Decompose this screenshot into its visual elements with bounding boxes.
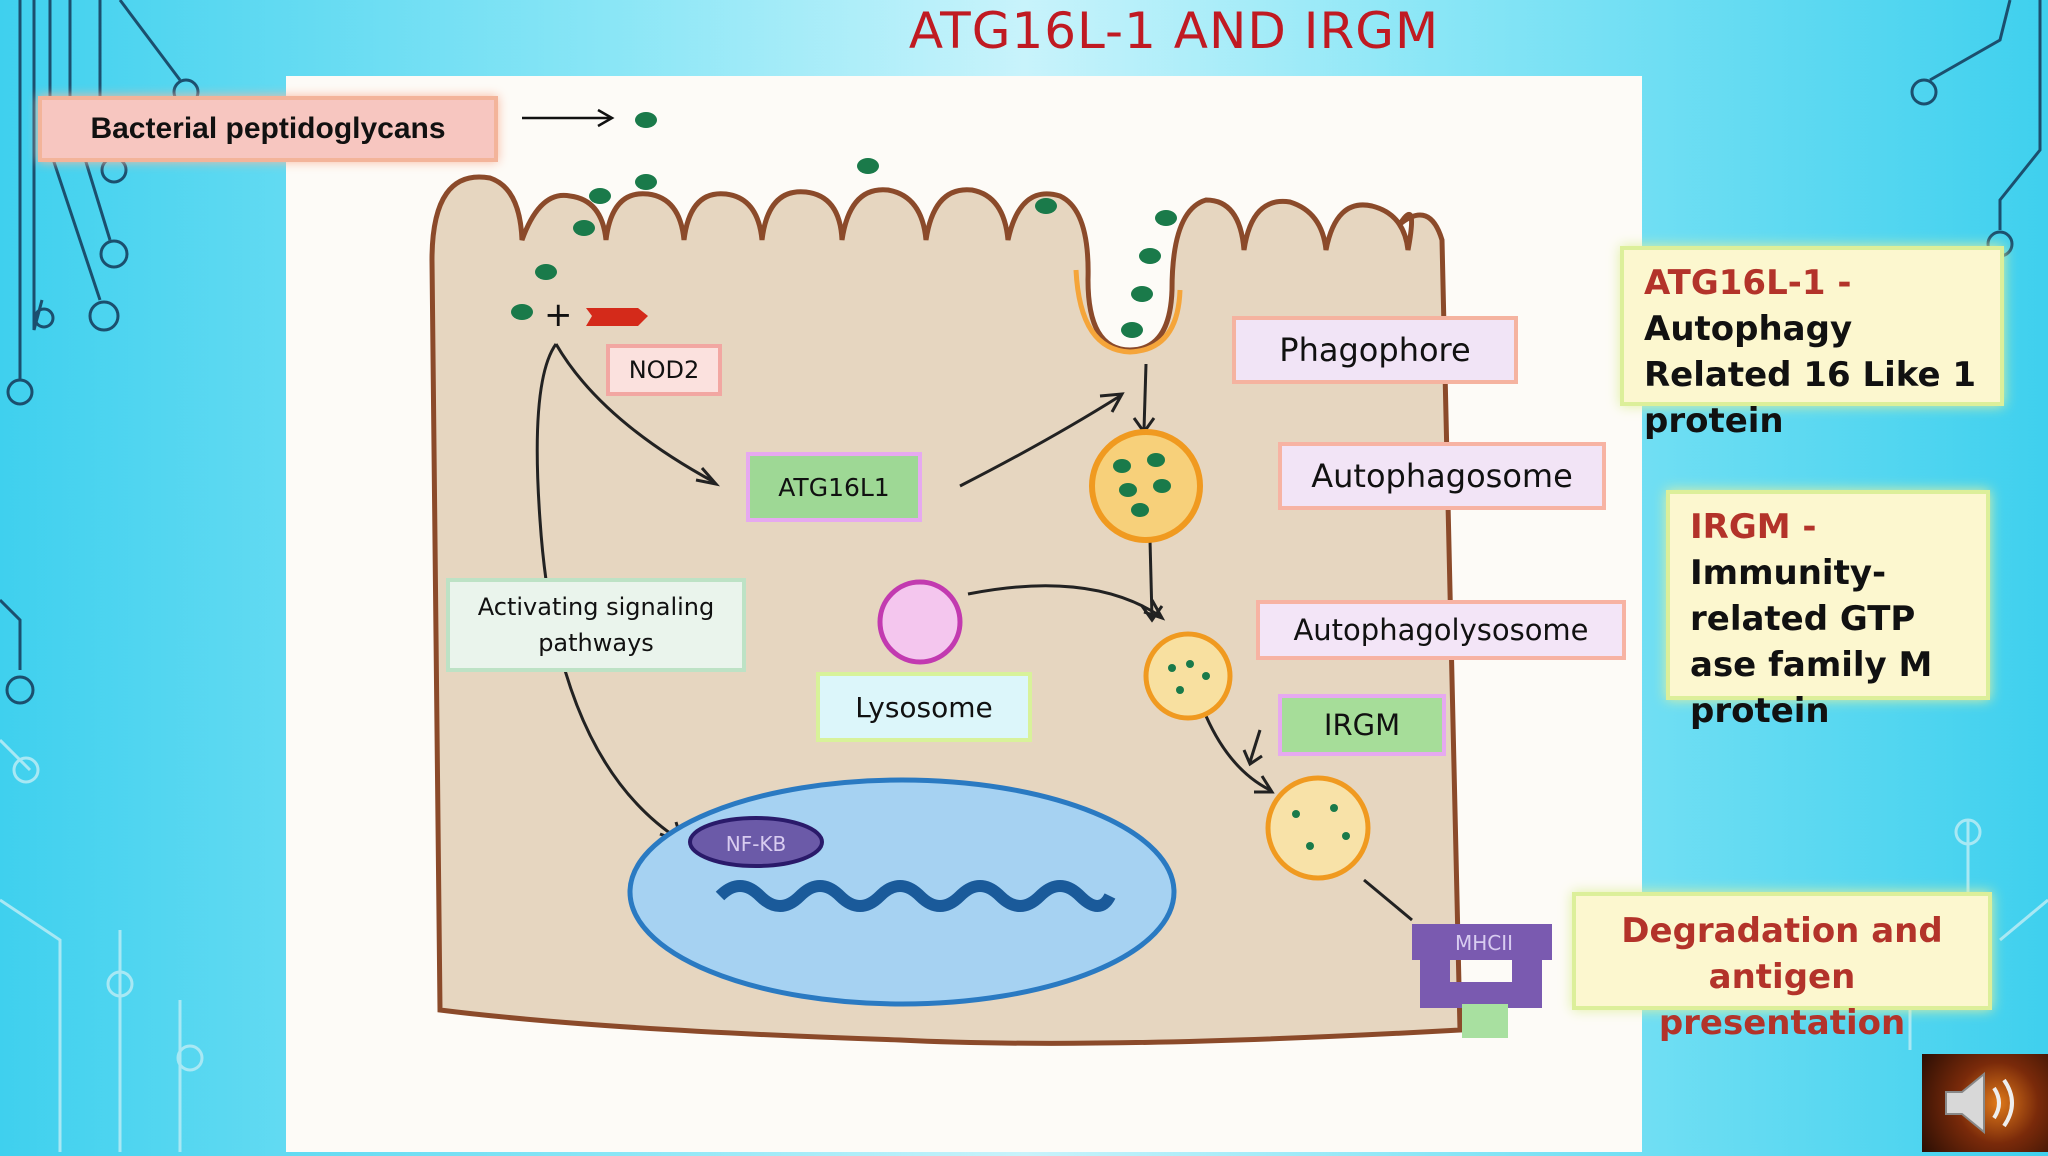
nod2-receptor: [586, 308, 648, 326]
nfkb-oval: [688, 816, 824, 868]
mhcii-molecule: MHCII: [1412, 924, 1552, 1038]
mhcii-label: MHCII: [1455, 931, 1513, 955]
irgm-definition: IRGM - Immunity-related GTP ase family M…: [1666, 490, 1990, 731]
bacterial-peptidoglycans-label: Bacterial peptidoglycans: [38, 96, 498, 162]
lysosome-vesicle: [877, 579, 963, 665]
irgm-term: IRGM -: [1690, 507, 1817, 547]
nfkb-label: NF-KB: [726, 832, 787, 856]
plus-sign: +: [544, 295, 573, 335]
atg16l1-description: Autophagy Related 16 Like 1 protein: [1644, 309, 1977, 441]
speaker-icon: [1945, 1071, 2014, 1135]
autophagosome-label: Autophagosome: [1278, 442, 1606, 510]
phagophore-label: Phagophore: [1232, 316, 1518, 384]
activating-signaling-label: Activating signaling pathways: [446, 578, 746, 672]
autophagolysosome-vesicle: [1143, 631, 1233, 721]
bacteria-dots: [511, 112, 1177, 338]
autophagosome-vesicle: [1089, 429, 1203, 543]
slide-title: ATG16L-1 AND IRGM: [908, 2, 1440, 60]
irgm-label: IRGM: [1278, 694, 1446, 756]
speaker-button[interactable]: [1922, 1054, 2048, 1152]
atg16l1-definition: ATG16L-1 - Autophagy Related 16 Like 1 p…: [1620, 246, 2004, 441]
degradation-vesicle: [1265, 775, 1371, 881]
degradation-box: Degradation and antigen presentation: [1572, 892, 1992, 1043]
irgm-description: Immunity-related GTP ase family M protei…: [1690, 553, 1933, 731]
atg16l1-term: ATG16L-1 -: [1644, 263, 1852, 303]
atg16l1-label: ATG16L1: [746, 452, 922, 522]
autophagolysosome-label: Autophagolysosome: [1256, 600, 1626, 660]
nod2-label: NOD2: [606, 344, 722, 396]
dna-strand: [715, 880, 1116, 912]
lysosome-label: Lysosome: [816, 672, 1032, 742]
